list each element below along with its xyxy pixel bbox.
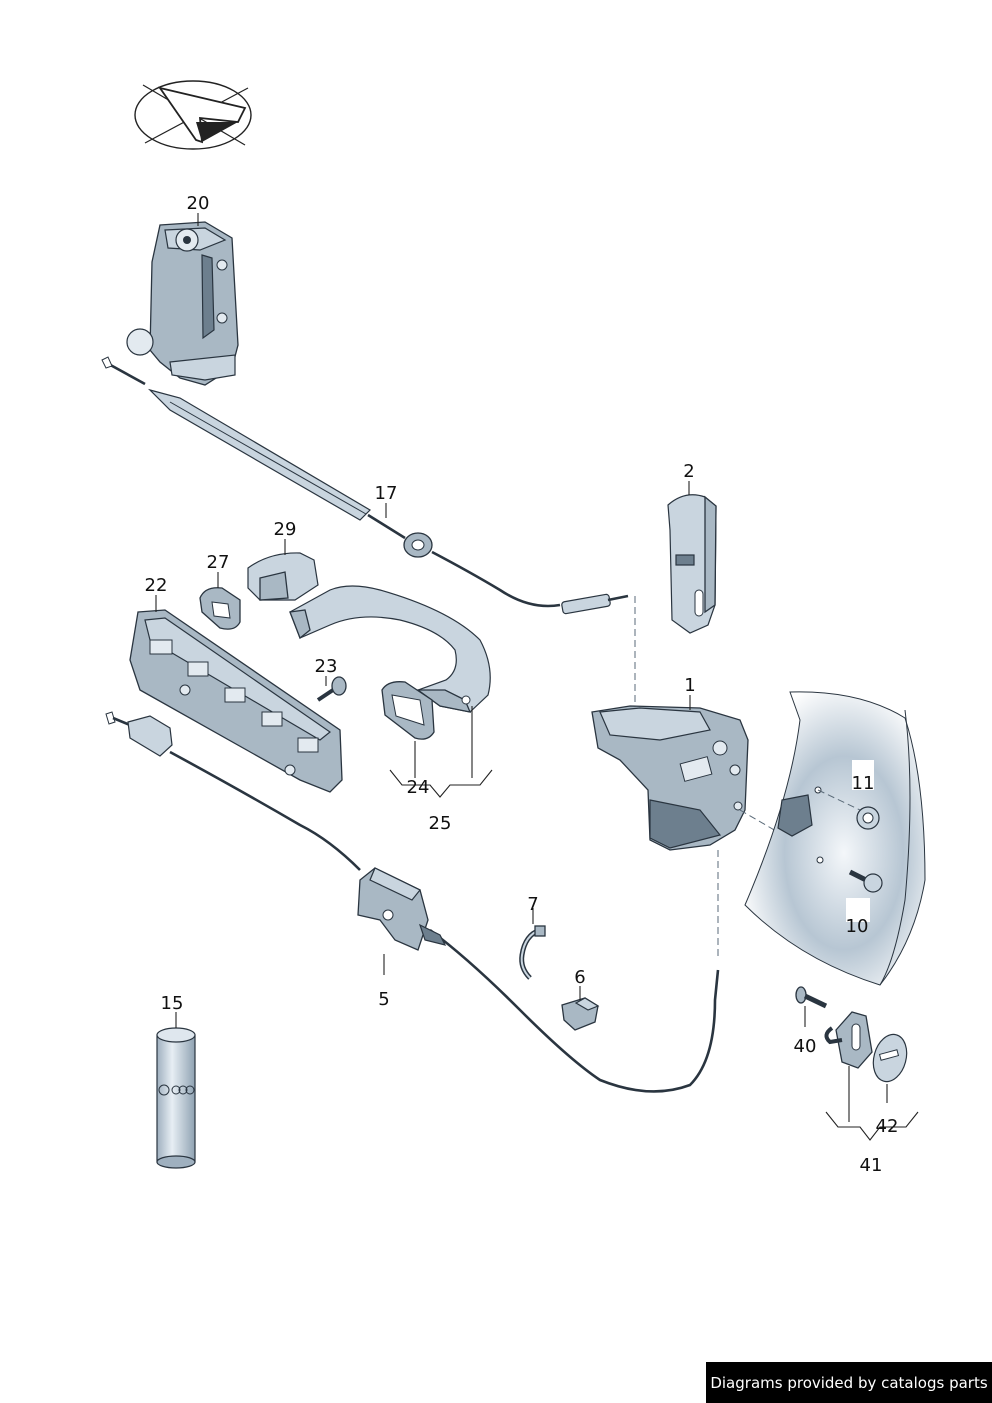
door-shell-section: [744, 691, 926, 986]
part-6-clip: [561, 997, 600, 1031]
label-part-41: 41: [860, 1155, 883, 1176]
part-lower-cable: [105, 711, 720, 1093]
label-part-23: 23: [315, 656, 338, 677]
part-22-handle-carrier: [129, 609, 343, 793]
label-part-15: 15: [161, 993, 184, 1014]
part-2-lock-cover: [667, 494, 717, 634]
label-part-40: 40: [794, 1036, 817, 1057]
label-part-2: 2: [683, 461, 694, 482]
four-rings-logo-icon: [158, 1084, 195, 1096]
part-15-lubricant-can: [156, 1027, 196, 1169]
part-29-handle-cap: [247, 552, 319, 601]
label-part-10: 10: [846, 916, 869, 937]
part-23-screw: [316, 676, 347, 702]
footer-credit-text: Diagrams provided by catalogs parts: [710, 1373, 988, 1392]
label-part-22: 22: [145, 575, 168, 596]
part-24-gasket: [381, 681, 435, 740]
part-17-bowden-cable: [101, 356, 636, 710]
part-42-striker-plate: [872, 1033, 908, 1083]
leader-lines: [155, 213, 919, 1141]
label-part-17: 17: [375, 483, 398, 504]
label-part-11: 11: [852, 773, 875, 794]
label-part-42: 42: [876, 1116, 899, 1137]
part-41-striker: [824, 1011, 873, 1069]
label-part-7: 7: [527, 894, 538, 915]
label-part-25: 25: [429, 813, 452, 834]
label-part-29: 29: [274, 519, 297, 540]
direction-arrow-icon: [134, 80, 252, 150]
label-part-1: 1: [684, 675, 695, 696]
part-5-cable-holder: [357, 867, 447, 951]
part-1-door-lock: [591, 705, 861, 960]
part-27-gasket: [199, 587, 241, 630]
part-7-clip: [519, 925, 546, 980]
part-labels: 20 17 2 29 27 22 23 1 11 24 25 10 7 6 5 …: [145, 193, 899, 1176]
label-part-27: 27: [207, 552, 230, 573]
door-handle: [289, 585, 491, 713]
footer-credit-banner: Diagrams provided by catalogs parts: [706, 1362, 992, 1403]
label-part-5: 5: [378, 989, 389, 1010]
label-part-6: 6: [574, 967, 585, 988]
label-part-24: 24: [407, 777, 430, 798]
label-part-20: 20: [187, 193, 210, 214]
part-40-bolt: [795, 986, 828, 1009]
part-20-handle-bracket: [126, 221, 239, 386]
